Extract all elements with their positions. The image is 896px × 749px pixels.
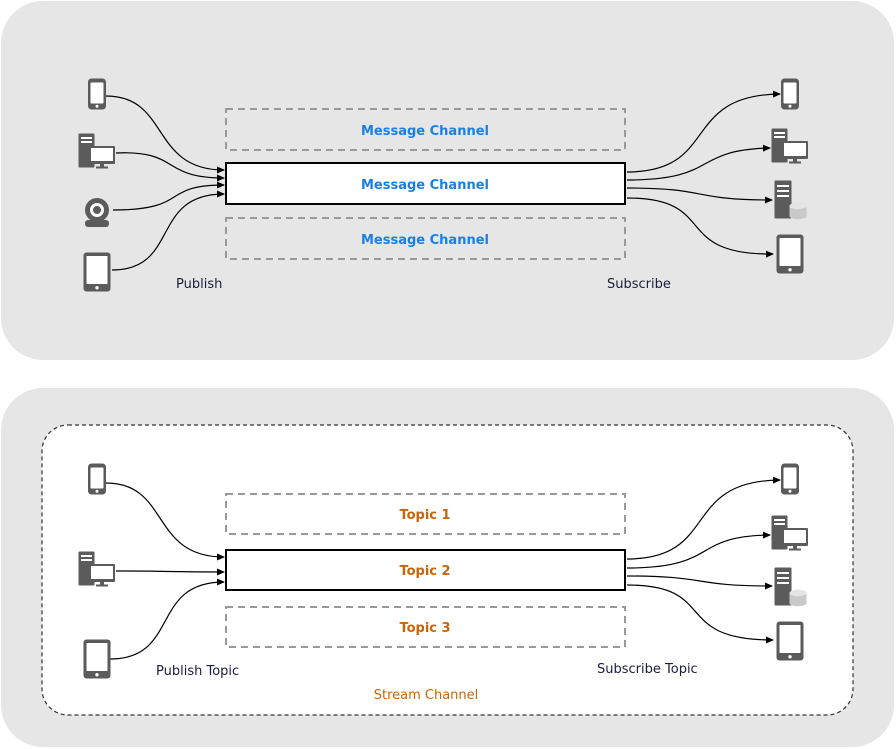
tablet-icon bbox=[83, 252, 111, 292]
publish-label: Publish bbox=[176, 277, 222, 292]
subscribe-connector bbox=[626, 144, 771, 181]
subscribe-topic-label: Subscribe Topic bbox=[597, 662, 698, 677]
topic-box-3: Topic 3 bbox=[225, 606, 626, 648]
publish-connector bbox=[105, 95, 225, 174]
topic-label-1: Topic 1 bbox=[399, 508, 450, 523]
publish-connector bbox=[115, 152, 225, 182]
webcam-icon bbox=[85, 198, 109, 227]
subscribe-connector bbox=[626, 187, 773, 204]
publish-connector bbox=[105, 482, 225, 561]
subscribe-connector bbox=[626, 575, 773, 590]
subscribe-connector bbox=[626, 197, 774, 258]
stream-channel-label: Stream Channel bbox=[374, 688, 479, 703]
channel-label-3: Message Channel bbox=[361, 233, 489, 248]
tablet-icon bbox=[776, 621, 804, 661]
mobile-phone-icon bbox=[781, 78, 799, 110]
topic-label-3: Topic 3 bbox=[399, 621, 450, 636]
mobile-phone-icon bbox=[88, 78, 106, 110]
topic-box-main: Topic 2 bbox=[225, 549, 626, 591]
publish-connector bbox=[109, 578, 225, 660]
publish-topic-label: Publish Topic bbox=[156, 664, 239, 679]
channel-box-3: Message Channel bbox=[225, 217, 626, 260]
channel-box-main: Message Channel bbox=[225, 162, 626, 205]
publish-connector bbox=[115, 568, 225, 576]
subscribe-connector bbox=[626, 531, 771, 569]
top-panel: Message Channel Message Channel Message … bbox=[1, 1, 894, 360]
topic-box-1: Topic 1 bbox=[225, 493, 626, 535]
channel-label-main: Message Channel bbox=[361, 178, 489, 193]
topic-label-main: Topic 2 bbox=[399, 564, 450, 579]
publish-connector bbox=[111, 190, 225, 271]
tablet-icon bbox=[83, 639, 111, 679]
subscribe-connector bbox=[626, 584, 774, 644]
subscribe-connector bbox=[626, 90, 781, 173]
subscribe-connector bbox=[626, 476, 781, 560]
publish-connector bbox=[112, 181, 225, 211]
channel-box-1: Message Channel bbox=[225, 108, 626, 151]
channel-label-1: Message Channel bbox=[361, 124, 489, 139]
subscribe-label: Subscribe bbox=[607, 277, 671, 292]
mobile-phone-icon bbox=[781, 463, 799, 495]
bottom-panel: Topic 1 Topic 3 Topic 2 Publish Topic Su… bbox=[1, 388, 894, 747]
mobile-phone-icon bbox=[88, 463, 106, 495]
tablet-icon bbox=[776, 234, 804, 274]
